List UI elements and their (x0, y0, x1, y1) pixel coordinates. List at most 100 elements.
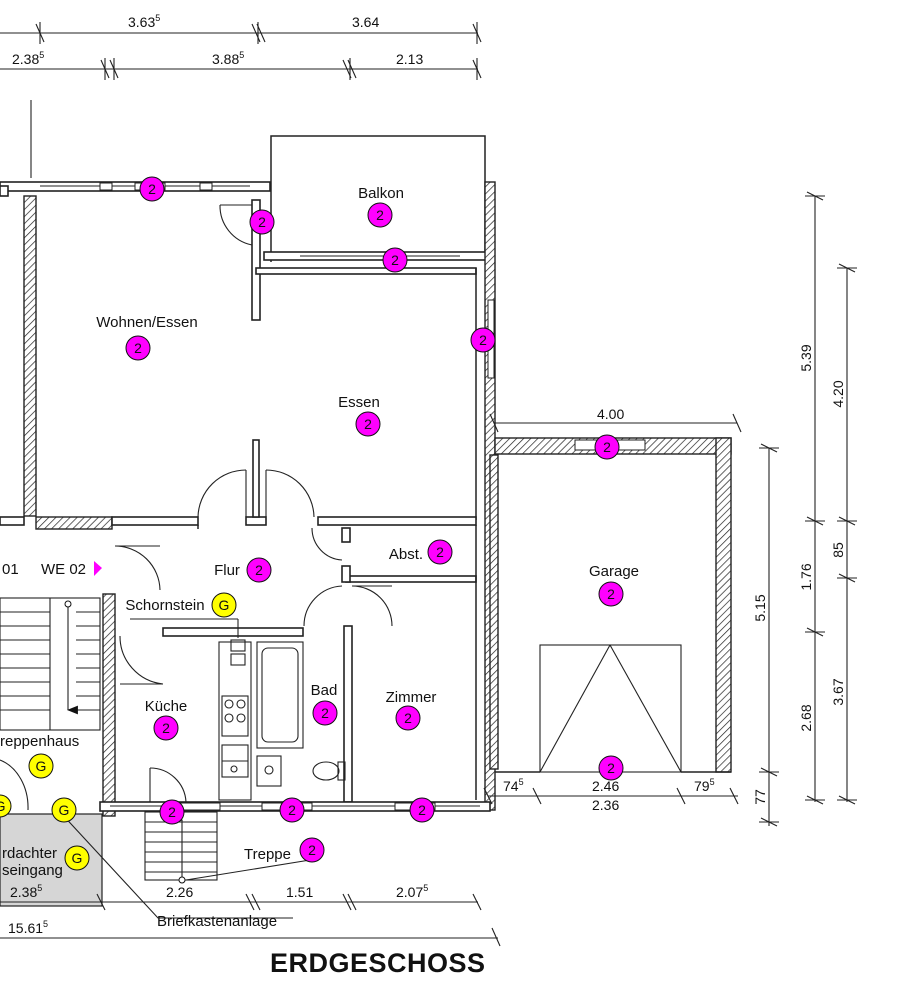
svg-text:3.635: 3.635 (128, 13, 160, 30)
dim-g-74: 74 (503, 778, 519, 794)
marker-2 (125, 335, 151, 361)
svg-text:2: 2 (607, 586, 615, 602)
dimension-top: 3.635 3.64 2.385 3.885 2.13 (0, 13, 482, 80)
marker-2 (249, 209, 275, 235)
dim-v-176: 1.76 (798, 563, 814, 590)
svg-text:2: 2 (603, 439, 611, 455)
svg-text:2: 2 (479, 332, 487, 348)
marker-g (28, 753, 54, 779)
dim-v-77: 77 (752, 789, 768, 805)
staircase (0, 597, 101, 811)
marker-g (0, 794, 12, 818)
dim-total: 15.61 (8, 920, 43, 936)
svg-text:G: G (219, 597, 230, 613)
svg-text:745: 745 (503, 777, 524, 794)
markers-g: G G G G G (0, 592, 237, 871)
label-covered-1: rdachter (2, 845, 57, 862)
plan-title: ERDGESCHOSS (270, 948, 486, 978)
svg-text:2: 2 (258, 214, 266, 230)
marker-2 (395, 705, 421, 731)
dim-v-420: 4.20 (830, 380, 846, 407)
markers-room: 2 2 2 2 2 2 2 2 2 2 2 2 2 2 2 2 2 2 2 (125, 176, 624, 863)
svg-text:2.385: 2.385 (10, 883, 42, 900)
label-balkon: Balkon (358, 185, 404, 202)
svg-text:2: 2 (255, 562, 263, 578)
svg-text:G: G (59, 802, 70, 818)
svg-text:2.385: 2.385 (12, 50, 44, 67)
dim-v-515: 5.15 (752, 594, 768, 621)
room-labels: Balkon Wohnen/Essen Essen Garage Abst. F… (0, 185, 639, 978)
dimension-garage-bottom: 745 2.46 795 2.36 (483, 777, 739, 813)
label-kueche: Küche (145, 698, 188, 715)
svg-text:2: 2 (436, 544, 444, 560)
svg-text:2: 2 (148, 181, 156, 197)
label-zimmer: Zimmer (386, 689, 437, 706)
dim-b-207: 2.07 (396, 884, 423, 900)
label-garage: Garage (589, 563, 639, 580)
dim-v-539: 5.39 (798, 344, 814, 371)
marker-2 (598, 755, 624, 781)
svg-text:2: 2 (321, 705, 329, 721)
marker-g (211, 592, 237, 618)
marker-2 (246, 557, 272, 583)
svg-text:2: 2 (168, 804, 176, 820)
dim-garage-width: 4.00 (597, 406, 624, 422)
label-covered-2: seingang (2, 862, 63, 879)
marker-2 (355, 411, 381, 437)
marker-2 (382, 247, 408, 273)
svg-text:2: 2 (418, 802, 426, 818)
dimension-bottom: 2.385 2.26 1.51 2.075 15.615 (0, 811, 501, 947)
svg-text:2: 2 (134, 340, 142, 356)
label-abst: Abst. (389, 546, 423, 563)
dim-top1-a: 3.63 (128, 14, 155, 30)
marker-2 (598, 581, 624, 607)
svg-text:3.885: 3.885 (212, 50, 244, 67)
dim-b-151: 1.51 (286, 884, 313, 900)
svg-text:2: 2 (404, 710, 412, 726)
dim-g-79: 79 (694, 778, 710, 794)
svg-text:2: 2 (376, 207, 384, 223)
walls (0, 181, 499, 817)
marker-g (51, 797, 77, 823)
marker-g (64, 845, 90, 871)
doors (114, 204, 393, 803)
svg-text:15.615: 15.615 (8, 919, 48, 936)
dimension-right: 5.39 4.20 85 1.76 5.15 2.68 3.67 77 (752, 191, 857, 827)
dim-b-226: 2.26 (166, 884, 193, 900)
svg-text:2: 2 (162, 720, 170, 736)
svg-text:G: G (72, 850, 83, 866)
marker-2 (427, 539, 453, 565)
marker-2 (299, 837, 325, 863)
marker-2 (139, 176, 165, 202)
svg-text:2: 2 (607, 760, 615, 776)
marker-2 (312, 700, 338, 726)
label-schornstein: Schornstein (125, 597, 204, 614)
svg-text:2: 2 (288, 802, 296, 818)
dim-b-238: 2.38 (10, 884, 37, 900)
label-wohnen: Wohnen/Essen (96, 314, 197, 331)
label-we02: WE 02 (41, 561, 86, 578)
dim-top1-b: 3.64 (352, 14, 379, 30)
label-we01: 01 (2, 561, 19, 578)
marker-2 (409, 797, 435, 823)
dim-top2-b: 3.88 (212, 51, 239, 67)
svg-text:2: 2 (308, 842, 316, 858)
label-treppenhaus: reppenhaus (0, 733, 79, 750)
dim-v-85: 85 (830, 542, 846, 558)
svg-text:2: 2 (364, 416, 372, 432)
svg-text:2.075: 2.075 (396, 883, 428, 900)
label-bad: Bad (311, 682, 338, 699)
dim-g-246: 2.46 (592, 778, 619, 794)
dim-v-367: 3.67 (830, 678, 846, 705)
marker-2 (159, 799, 185, 825)
dim-top2-a: 2.38 (12, 51, 39, 67)
dim-g-236: 2.36 (592, 797, 619, 813)
label-flur: Flur (214, 562, 240, 579)
svg-text:G: G (36, 758, 47, 774)
marker-2 (279, 797, 305, 823)
entry-arrow-icon (94, 561, 102, 576)
marker-2 (367, 202, 393, 228)
marker-2 (594, 434, 620, 460)
label-briefkasten: Briefkastenanlage (157, 913, 277, 930)
